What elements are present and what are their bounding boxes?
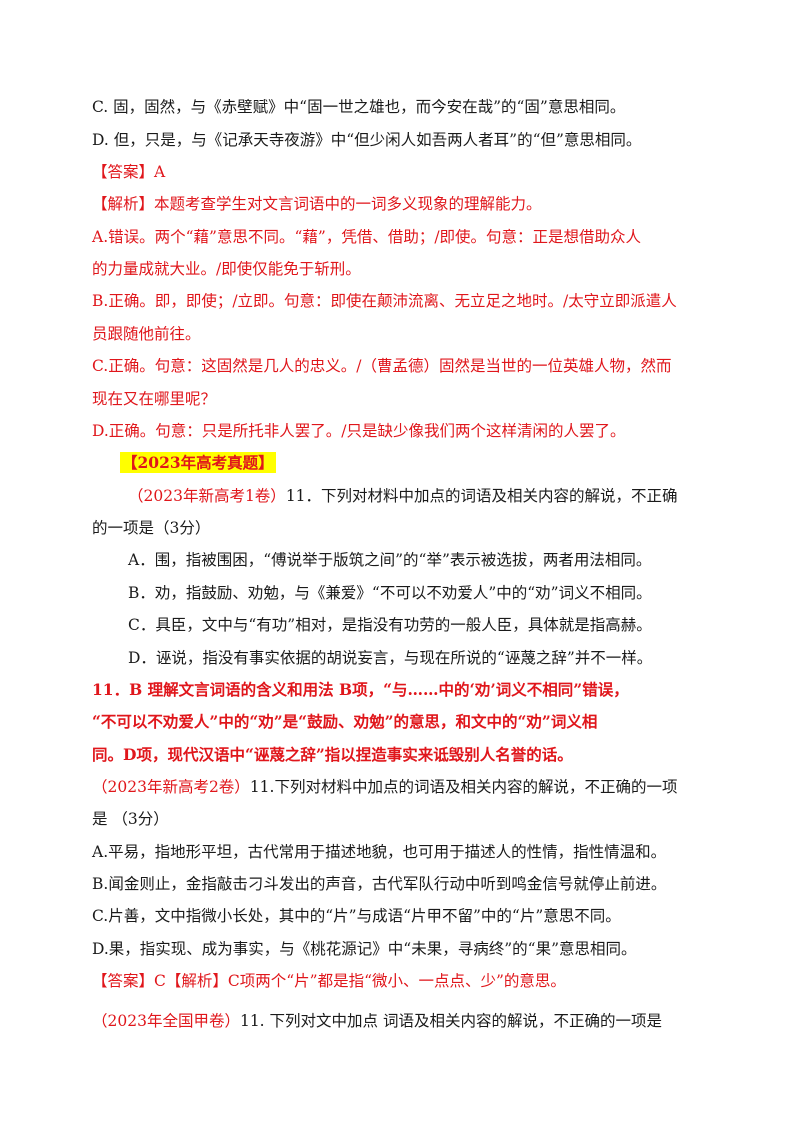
question-1-option-c: C．具臣，文中与“有功”相对，是指没有功劳的一般人臣，具体就是指高赫。 — [128, 616, 652, 634]
question-2-score: 是 （3分） — [92, 810, 169, 828]
question-2-answer: 【答案】C【解析】C项两个“片”都是指“微小、一点点、少”的意思。 — [92, 972, 566, 990]
question-3-stem: （2023年全国甲卷）11. 下列对文中加点 词语及相关内容的解说，不正确的一项… — [92, 1011, 662, 1031]
analysis-intro: 【解析】本题考查学生对文言词语中的一词多义现象的理解能力。 — [92, 195, 542, 213]
question-1-prompt: 11．下列对材料中加点的词语及相关内容的解说，不正确 — [285, 487, 678, 505]
question-2-prompt: 11.下列对材料中加点的词语及相关内容的解说，不正确的一项 — [249, 778, 678, 796]
question-2-option-a: A.平易，指地形平坦，古代常用于描述地貌，也可用于描述人的性情，指性情温和。 — [92, 843, 667, 861]
analysis-b-line2: 员跟随他前往。 — [92, 325, 201, 343]
question-3-source: （2023年全国甲卷） — [92, 1012, 240, 1030]
analysis-c-line2: 现在又在哪里呢？ — [92, 390, 217, 408]
section-heading: 【2023年高考真题】 — [120, 452, 276, 473]
question-1-option-d: D．诬说，指没有事实依据的胡说妄言，与现在所说的“诬蔑之辞”并不一样。 — [128, 649, 653, 667]
question-1-source: （2023年新高考1卷） — [128, 487, 286, 505]
question-1-answer-line1: 11．B 理解文言词语的含义和用法 B项，“与……中的‘劝’词义不相同”错误， — [92, 680, 629, 699]
question-2-source: （2023年新高考2卷） — [92, 778, 250, 796]
question-1-answer-line3: 同。D项，现代汉语中“诬蔑之辞”指以捏造事实来诋毁别人名誉的话。 — [92, 745, 573, 764]
question-1-stem: （2023年新高考1卷）11．下列对材料中加点的词语及相关内容的解说，不正确 — [128, 486, 678, 506]
question-2-stem: （2023年新高考2卷）11.下列对材料中加点的词语及相关内容的解说，不正确的一… — [92, 777, 677, 797]
analysis-b-line1: B.正确。即，即使；/立即。句意：即使在颠沛流离、无立足之地时。/太守立即派遣人 — [92, 292, 677, 310]
analysis-c-line1: C.正确。句意：这固然是几人的忠义。/（曹孟德）固然是当世的一位英雄人物，然而 — [92, 357, 672, 375]
question-2-option-d: D.果，指实现、成为事实，与《桃花源记》中“未果，寻病终”的“果”意思相同。 — [92, 940, 637, 958]
analysis-d-text: D.正确。句意：只是所托非人罢了。/只是缺少像我们两个这样清闲的人罢了。 — [92, 422, 626, 440]
analysis-a-line2: 的力量成就大业。/即使仅能免于斩刑。 — [92, 260, 361, 278]
question-1-score: 的一项是（3分） — [92, 519, 211, 537]
option-d-text: D. 但，只是，与《记承天寺夜游》中“但少闲人如吾两人者耳”的“但”意思相同。 — [92, 131, 642, 149]
section-heading-text: 【2023年高考真题】 — [120, 452, 276, 473]
question-1-answer-line2: “不可以不劝爱人”中的“劝”是“鼓励、劝勉”的意思，和文中的“劝”词义相 — [92, 712, 598, 731]
question-3-prompt: 11. 下列对文中加点 词语及相关内容的解说，不正确的一项是 — [239, 1012, 662, 1030]
option-c-text: C. 固，固然，与《赤壁赋》中“固一世之雄也，而今安在哉”的“固”意思相同。 — [92, 98, 626, 116]
answer-label: 【答案】A — [92, 163, 166, 181]
analysis-a-line1: A.错误。两个“藉”意思不同。“藉”，凭借、借助；/即使。句意：正是想借助众人 — [92, 228, 642, 246]
question-2-option-b: B.闻金则止，金指敲击刁斗发出的声音，古代军队行动中听到鸣金信号就停止前进。 — [92, 875, 667, 893]
question-1-option-b: B．劝，指鼓励、劝勉，与《兼爱》“不可以不劝爱人”中的“劝”词义不相同。 — [128, 584, 652, 602]
question-2-option-c: C.片善，文中指微小长处，其中的“片”与成语“片甲不留”中的“片”意思不同。 — [92, 907, 621, 925]
question-1-option-a: A．围，指被围困，“傅说举于版筑之间”的“举”表示被选拔，两者用法相同。 — [128, 551, 652, 569]
